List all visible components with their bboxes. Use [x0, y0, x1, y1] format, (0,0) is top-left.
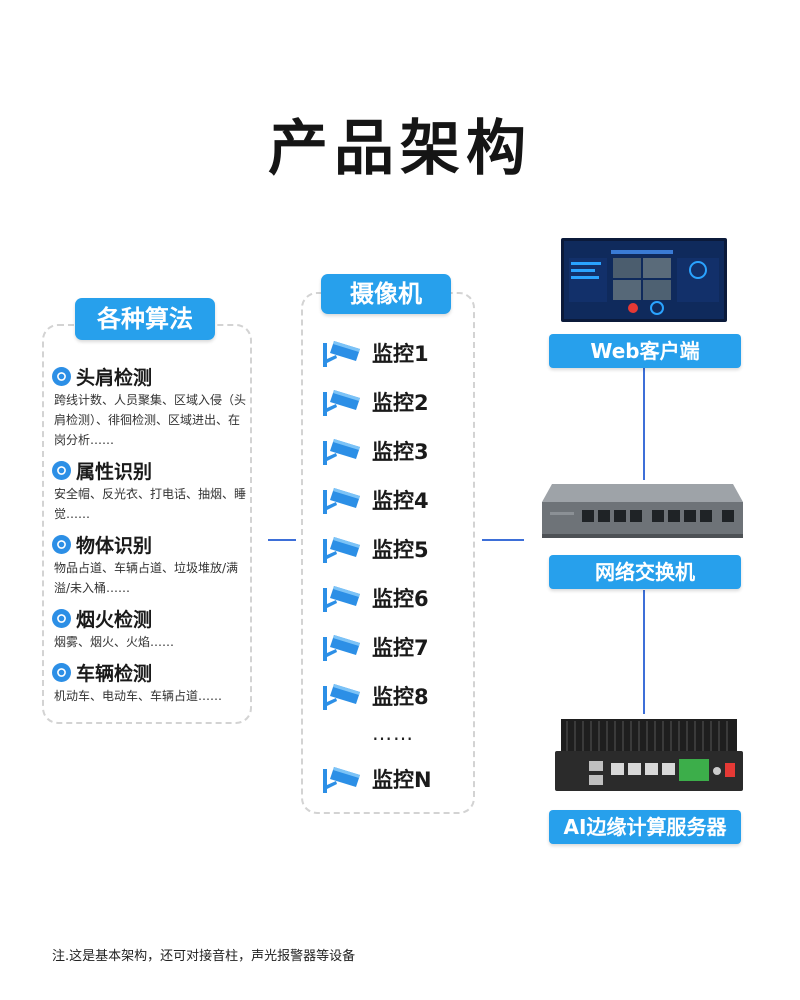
- algorithm-list: 头肩检测 跨线计数、人员聚集、区域入侵（头肩检测）、徘徊检测、区域进出、在岗分析…: [52, 362, 247, 712]
- camera-item: 监控3: [320, 426, 470, 475]
- camera-item: 监控4: [320, 475, 470, 524]
- algorithm-desc: 物品占道、车辆占道、垃圾堆放/满溢/未入桶……: [54, 561, 239, 595]
- cctv-camera-icon: [323, 438, 360, 465]
- algorithm-item: 属性识别 安全帽、反光衣、打电话、抽烟、睡觉……: [52, 456, 247, 524]
- algorithm-title: 头肩检测: [76, 366, 153, 389]
- algorithm-bullet-icon: [52, 662, 71, 682]
- camera-label: 监控3: [372, 439, 429, 464]
- algorithm-bullet-icon: [52, 534, 71, 554]
- cctv-camera-icon: [323, 683, 360, 710]
- cctv-camera-icon: [323, 487, 360, 514]
- ai-edge-server-image: [555, 719, 743, 791]
- camera-list: 监控1 监控2 监控3 监控4 监控5 监控6 监控7 监控8 …… 监控N: [320, 328, 470, 803]
- camera-label: 监控2: [372, 390, 429, 415]
- algorithm-desc: 安全帽、反光衣、打电话、抽烟、睡觉……: [54, 487, 247, 521]
- algorithm-item: 物体识别 物品占道、车辆占道、垃圾堆放/满溢/未入桶……: [52, 530, 247, 598]
- camera-item: 监控N: [320, 754, 470, 803]
- algorithm-item: 头肩检测 跨线计数、人员聚集、区域入侵（头肩检测）、徘徊检测、区域进出、在岗分析…: [52, 362, 247, 450]
- algorithm-title: 物体识别: [76, 534, 153, 557]
- camera-label: 监控8: [372, 684, 429, 709]
- algorithms-heading: 各种算法: [75, 298, 215, 340]
- algorithm-bullet-icon: [52, 366, 71, 386]
- camera-label: 监控6: [372, 586, 429, 611]
- camera-label: 监控4: [372, 488, 429, 513]
- cameras-heading: 摄像机: [321, 274, 451, 314]
- cameras-panel: [301, 292, 475, 814]
- cctv-camera-icon: [323, 634, 360, 661]
- camera-switch-link: [482, 539, 524, 541]
- camera-ellipsis: ……: [372, 721, 414, 745]
- cctv-camera-icon: [323, 340, 360, 367]
- cctv-camera-icon: [323, 585, 360, 612]
- footnote: 注.这是基本架构，还可对接音柱，声光报警器等设备: [52, 949, 356, 964]
- algorithm-title: 烟火检测: [76, 608, 153, 631]
- algorithms-camera-link: [268, 539, 296, 541]
- algorithm-desc: 机动车、电动车、车辆占道……: [54, 689, 223, 703]
- camera-label: 监控1: [372, 341, 429, 366]
- page-title: 产品架构: [268, 114, 532, 184]
- camera-label: 监控5: [372, 537, 429, 562]
- cctv-camera-icon: [323, 389, 360, 416]
- algorithm-bullet-icon: [52, 460, 71, 480]
- camera-item: 监控2: [320, 377, 470, 426]
- cctv-camera-icon: [323, 766, 360, 793]
- camera-item: 监控7: [320, 622, 470, 671]
- camera-item: 监控5: [320, 524, 470, 573]
- server-label: AI边缘计算服务器: [549, 810, 741, 844]
- algorithm-item: 车辆检测 机动车、电动车、车辆占道……: [52, 658, 247, 706]
- camera-label: 监控N: [372, 767, 432, 792]
- algorithm-title: 车辆检测: [76, 662, 153, 685]
- cctv-camera-icon: [323, 536, 360, 563]
- algorithm-desc: 跨线计数、人员聚集、区域入侵（头肩检测）、徘徊检测、区域进出、在岗分析……: [54, 393, 247, 447]
- web-switch-link: [643, 368, 645, 480]
- algorithm-bullet-icon: [52, 608, 71, 628]
- camera-item: 监控1: [320, 328, 470, 377]
- camera-label: 监控7: [372, 635, 429, 660]
- web-client-monitor-image: [561, 238, 727, 322]
- algorithm-desc: 烟雾、烟火、火焰……: [54, 635, 175, 649]
- algorithms-panel: [42, 324, 252, 724]
- web-client-label: Web客户端: [549, 334, 741, 368]
- camera-item: 监控6: [320, 573, 470, 622]
- switch-server-link: [643, 590, 645, 714]
- network-switch-image: [542, 484, 743, 538]
- algorithm-title: 属性识别: [76, 460, 153, 483]
- switch-label: 网络交换机: [549, 555, 741, 589]
- algorithm-item: 烟火检测 烟雾、烟火、火焰……: [52, 604, 247, 652]
- camera-item: 监控8: [320, 671, 470, 720]
